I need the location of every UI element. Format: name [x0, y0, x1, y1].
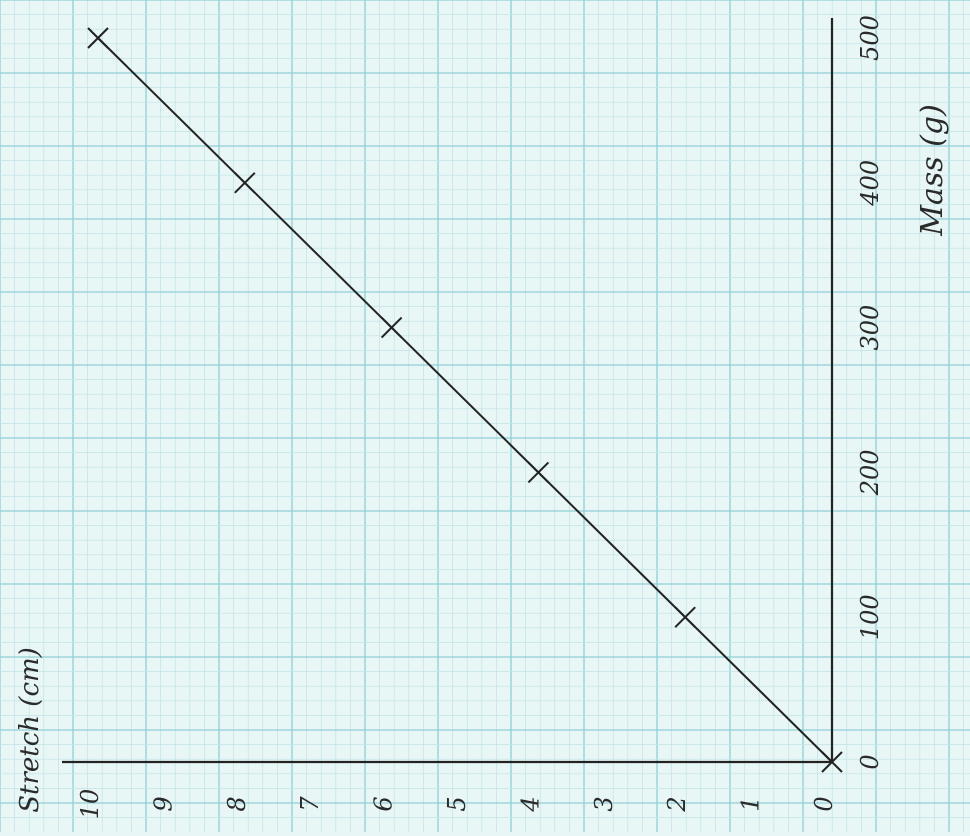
y-tick-label: 8	[223, 796, 251, 811]
x-tick-label: 200	[856, 449, 884, 496]
y-tick-label: 6	[370, 796, 398, 811]
data-points	[87, 27, 843, 773]
y-tick-label: 7	[296, 796, 324, 812]
y-tick-label: 9	[149, 796, 177, 811]
y-axis-label: Stretch (cm)	[15, 647, 45, 813]
y-tick-label: 1	[737, 796, 765, 811]
tick-labels: 0 100 200 300 400 500 0 1 2 3 4 5 6 7 8 9 10	[76, 15, 884, 819]
y-tick-label: 3	[590, 796, 618, 811]
axes	[62, 18, 834, 764]
data-point-cross	[87, 27, 109, 49]
x-axis-label: Mass (g)	[915, 104, 950, 237]
y-tick-label: 10	[76, 789, 104, 820]
y-tick-label: 5	[443, 796, 471, 811]
y-tick-label: 0	[810, 796, 838, 811]
x-tick-label: 0	[856, 754, 884, 769]
data-point-cross	[821, 751, 843, 773]
best-fit-line	[97, 37, 833, 763]
y-tick-label: 4	[516, 796, 544, 812]
data-point-cross	[234, 172, 256, 194]
y-tick-label: 2	[663, 796, 691, 812]
x-tick-label: 100	[856, 594, 884, 640]
x-tick-label: 400	[856, 160, 884, 207]
x-tick-label: 300	[856, 305, 884, 351]
data-point-cross	[380, 316, 403, 339]
data-point-cross	[674, 606, 696, 628]
x-tick-label: 500	[856, 15, 884, 61]
best-fit-line-group	[97, 37, 833, 763]
data-point-cross	[527, 461, 550, 484]
